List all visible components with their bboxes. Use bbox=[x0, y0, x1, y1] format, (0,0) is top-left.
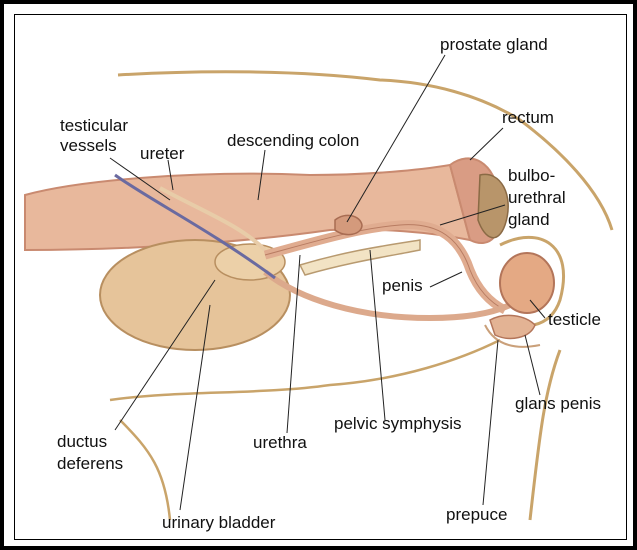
label-descending-colon: descending colon bbox=[227, 131, 359, 150]
label-urethra: urethra bbox=[253, 433, 307, 452]
bulbourethral-gland-shape bbox=[478, 174, 508, 237]
leader-glans-penis bbox=[525, 335, 540, 395]
label-ductus: ductus bbox=[57, 432, 107, 451]
testicle-shape bbox=[500, 253, 554, 313]
label-pelvic-symphysis: pelvic symphysis bbox=[334, 414, 462, 433]
label-testicular: testicular bbox=[60, 116, 128, 135]
label-prostate-gland: prostate gland bbox=[440, 35, 548, 54]
label-bulbo: bulbo- bbox=[508, 166, 555, 185]
leader-penis bbox=[430, 272, 462, 287]
front-leg-fur bbox=[120, 420, 170, 520]
label-urethral: urethral bbox=[508, 188, 566, 207]
label-prepuce: prepuce bbox=[446, 505, 507, 524]
label-gland: gland bbox=[508, 210, 550, 229]
glans-penis-shape bbox=[490, 315, 535, 338]
rear-leg-fur bbox=[530, 350, 560, 520]
label-ureter: ureter bbox=[140, 144, 184, 163]
label-glans-penis: glans penis bbox=[515, 394, 601, 413]
label-deferens: deferens bbox=[57, 454, 123, 473]
label-vessels: vessels bbox=[60, 136, 117, 155]
leader-urethra bbox=[287, 255, 300, 433]
leader-prepuce bbox=[483, 340, 498, 505]
label-urinary-bladder: urinary bladder bbox=[162, 513, 275, 532]
prostate-gland-shape bbox=[335, 215, 362, 234]
label-rectum: rectum bbox=[502, 108, 554, 127]
leader-rectum bbox=[470, 128, 503, 160]
label-testicle: testicle bbox=[548, 310, 601, 329]
label-penis: penis bbox=[382, 276, 423, 295]
